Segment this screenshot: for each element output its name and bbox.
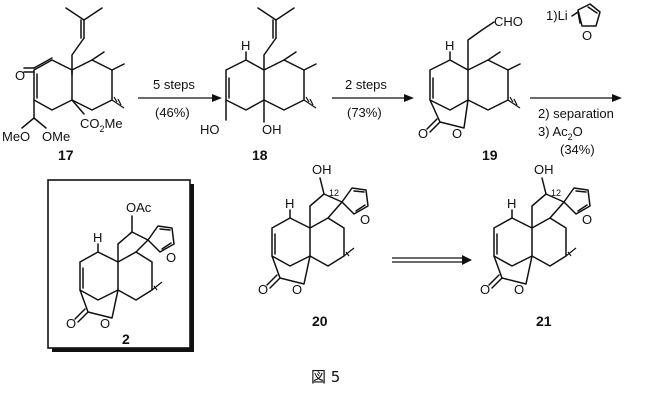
compound-21-furan-o: O <box>582 212 592 227</box>
compound-18-label: 18 <box>252 147 268 163</box>
compound-2-lactone-o: O <box>66 316 76 331</box>
furan-reagent-o: O <box>582 28 592 43</box>
step3-reagent-2: 2) separation <box>538 106 614 121</box>
compound-21-label: 21 <box>536 313 552 329</box>
step3-reagent-1: 1)Li <box>546 8 568 23</box>
compound-2-furan-o: O <box>166 250 176 265</box>
compound-2-oac-label: OAc <box>126 200 152 215</box>
compound-19-label: 19 <box>482 147 498 163</box>
figure-caption: 図 5 <box>311 368 340 386</box>
compound-21-oh-label: OH <box>534 162 554 177</box>
compound-17-label: 17 <box>58 147 74 163</box>
reaction-arrow-2: 2 steps (73%) <box>332 77 414 120</box>
compound-20-ring-o: O <box>292 282 302 297</box>
compound-18: H HO OH 18 <box>200 7 317 163</box>
compound-21-ring-o: O <box>514 282 524 297</box>
reaction-arrow-3: 1)Li O 2) separation 3) Ac2O (34%) <box>530 3 622 157</box>
compound-19: H CHO O O 19 <box>418 14 523 163</box>
step3-yield: (34%) <box>560 142 595 157</box>
compound-20-c12-label: 12 <box>329 188 339 198</box>
compound-20-lactone-o: O <box>258 282 268 297</box>
step1-conditions-above: 5 steps <box>153 77 195 92</box>
compound-21: OH 12 H O O O 21 <box>480 162 592 329</box>
compound-21-lactone-o: O <box>480 282 490 297</box>
compound-20-furan-o: O <box>360 212 370 227</box>
compound-2-ring-o: O <box>100 316 110 331</box>
compound-18-h-label: H <box>241 38 250 53</box>
acetal-meo-label: MeO <box>2 129 30 144</box>
compound-17: O CO2Me MeO OMe 17 <box>2 7 125 163</box>
step3-reagent-3: 3) Ac2O <box>538 124 583 142</box>
reaction-arrow-1: 5 steps (46%) <box>138 77 222 120</box>
compound-2: OAc H O O O 2 <box>47 179 194 352</box>
compound-19-cho-label: CHO <box>494 14 523 29</box>
ketone-o-label: O <box>15 68 25 83</box>
ester-label: CO2Me <box>80 116 123 134</box>
compound-21-c12-label: 12 <box>551 188 561 198</box>
compound-18-oh-label: OH <box>262 122 282 137</box>
compound-19-ring-o: O <box>452 126 462 141</box>
reaction-arrow-4 <box>392 255 472 265</box>
step2-conditions-above: 2 steps <box>345 77 387 92</box>
furan-reagent-icon: O <box>571 3 601 43</box>
compound-20-h-label: H <box>285 196 294 211</box>
compound-20-label: 20 <box>312 313 328 329</box>
step2-yield: (73%) <box>347 105 382 120</box>
compound-2-label: 2 <box>122 331 130 347</box>
compound-19-lactone-o: O <box>418 126 428 141</box>
compound-20: OH 12 H O O O 20 <box>258 162 370 329</box>
compound-19-h-label: H <box>445 38 454 53</box>
compound-20-oh-label: OH <box>312 162 332 177</box>
acetal-ome-label: OMe <box>42 129 70 144</box>
compound-18-ho-label: HO <box>200 122 220 137</box>
compound-2-h-label: H <box>93 230 102 245</box>
step1-yield: (46%) <box>155 105 190 120</box>
compound-21-h-label: H <box>507 196 516 211</box>
